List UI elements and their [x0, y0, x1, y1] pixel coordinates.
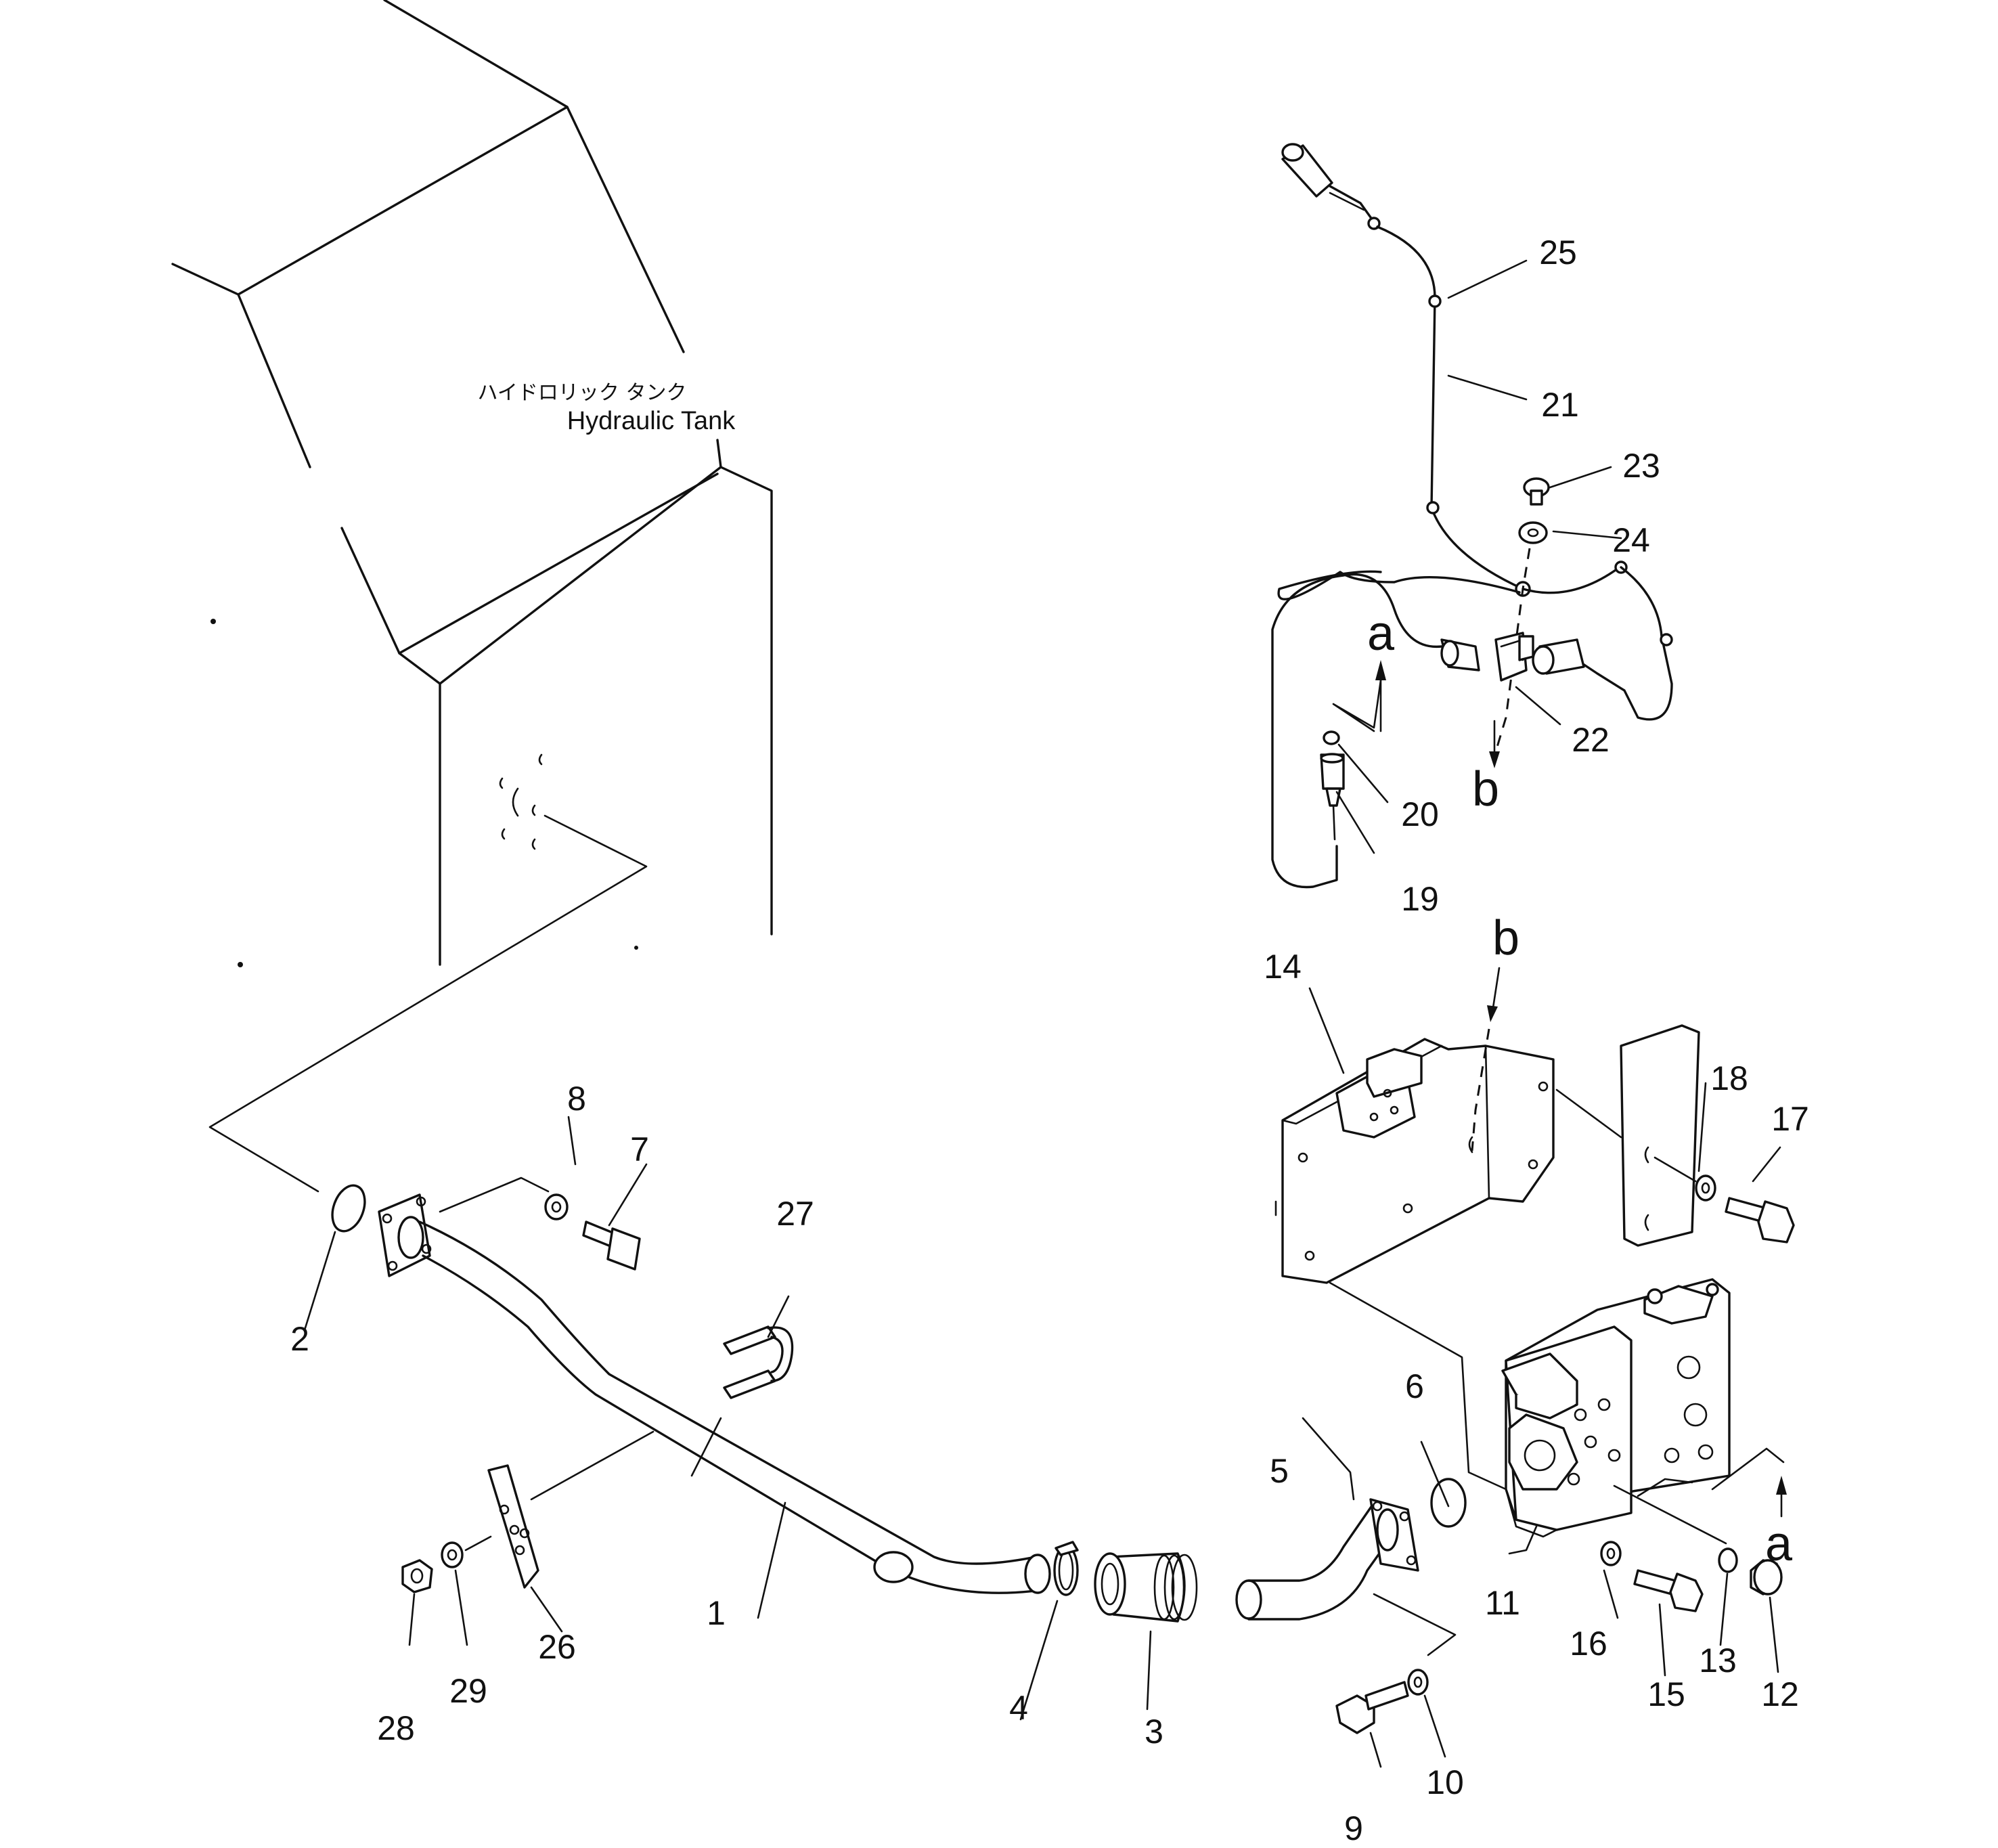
label-15: 15: [1647, 1675, 1685, 1713]
tank-label-english: Hydraulic Tank: [567, 407, 736, 435]
washer-10: [1407, 1669, 1429, 1696]
label-4: 4: [1009, 1689, 1028, 1727]
o-ring-2: [331, 1184, 366, 1233]
label-18: 18: [1710, 1059, 1748, 1097]
cover-plate: [1620, 1024, 1700, 1247]
bolt-17: [1725, 1197, 1795, 1244]
washer-16: [1600, 1541, 1622, 1566]
o-ring-13: [1718, 1547, 1738, 1573]
label-9: 9: [1344, 1809, 1363, 1847]
mount-line-b: [1494, 548, 1531, 752]
label-6: 6: [1405, 1367, 1424, 1405]
tank-label: ハイドロリック タンク Hydraulic Tank: [478, 381, 736, 435]
plug-12: [1750, 1559, 1783, 1596]
o-ring-6: [1430, 1478, 1467, 1528]
part-number-labels: 1 2 3 4 5 6 7 8 9 10 11 12 13 14 15 16 1…: [290, 234, 1809, 1847]
pressure-switch-19: [1320, 753, 1345, 841]
valve-11: [1329, 1278, 1785, 1545]
harness-21: [1271, 143, 1673, 889]
ref-letter-a-valve: a: [1765, 1517, 1793, 1571]
label-19: 19: [1401, 880, 1439, 918]
label-8: 8: [567, 1080, 586, 1118]
label-1: 1: [707, 1594, 726, 1632]
label-11: 11: [1485, 1584, 1520, 1622]
washer-18: [1695, 1174, 1716, 1202]
reference-letter-labels: a b b a: [1367, 607, 1793, 1571]
label-13: 13: [1699, 1642, 1737, 1679]
bolt-23: [1523, 477, 1550, 506]
ref-letter-b-bracket: b: [1492, 911, 1519, 965]
label-12: 12: [1761, 1675, 1799, 1713]
clamp-22: [1494, 632, 1534, 682]
label-27: 27: [776, 1195, 814, 1233]
clip-26: [487, 1430, 654, 1589]
hydraulic-tank: [171, 0, 773, 1193]
label-26: 26: [538, 1628, 576, 1666]
label-5: 5: [1270, 1452, 1289, 1490]
o-ring-20: [1323, 730, 1340, 745]
clamp-4: [1053, 1541, 1079, 1596]
pipe-5: [1235, 1498, 1457, 1656]
bolt-9: [1335, 1681, 1409, 1734]
nut-28: [401, 1559, 433, 1593]
label-21: 21: [1541, 386, 1579, 424]
label-14: 14: [1264, 948, 1302, 986]
ref-letter-b-top: b: [1472, 762, 1499, 816]
washer-24: [1518, 521, 1548, 544]
label-10: 10: [1426, 1763, 1464, 1801]
ref-letter-a-top: a: [1367, 607, 1395, 661]
label-29: 29: [449, 1672, 487, 1710]
pipe-1: [378, 1176, 1051, 1594]
bracket-14: [1274, 1038, 1622, 1284]
bolt-15: [1633, 1569, 1704, 1612]
label-22: 22: [1572, 721, 1610, 759]
label-17: 17: [1771, 1100, 1809, 1138]
u-bolt-27: [723, 1325, 794, 1399]
label-16: 16: [1570, 1625, 1607, 1663]
label-7: 7: [630, 1130, 649, 1168]
reference-arrows: [1332, 660, 1787, 1518]
label-25: 25: [1539, 234, 1577, 271]
bolt-7: [582, 1220, 641, 1271]
washer-8: [544, 1193, 569, 1220]
label-24: 24: [1612, 521, 1650, 559]
label-28: 28: [377, 1709, 415, 1747]
label-20: 20: [1401, 795, 1439, 833]
tank-port-marks: [499, 753, 543, 850]
leader-lines: [303, 259, 1781, 1768]
washer-29: [441, 1535, 492, 1568]
label-2: 2: [290, 1320, 309, 1358]
label-3: 3: [1145, 1713, 1163, 1751]
hose-3: [1094, 1552, 1198, 1623]
label-23: 23: [1622, 447, 1660, 485]
tank-label-japanese: ハイドロリック タンク: [478, 381, 687, 405]
